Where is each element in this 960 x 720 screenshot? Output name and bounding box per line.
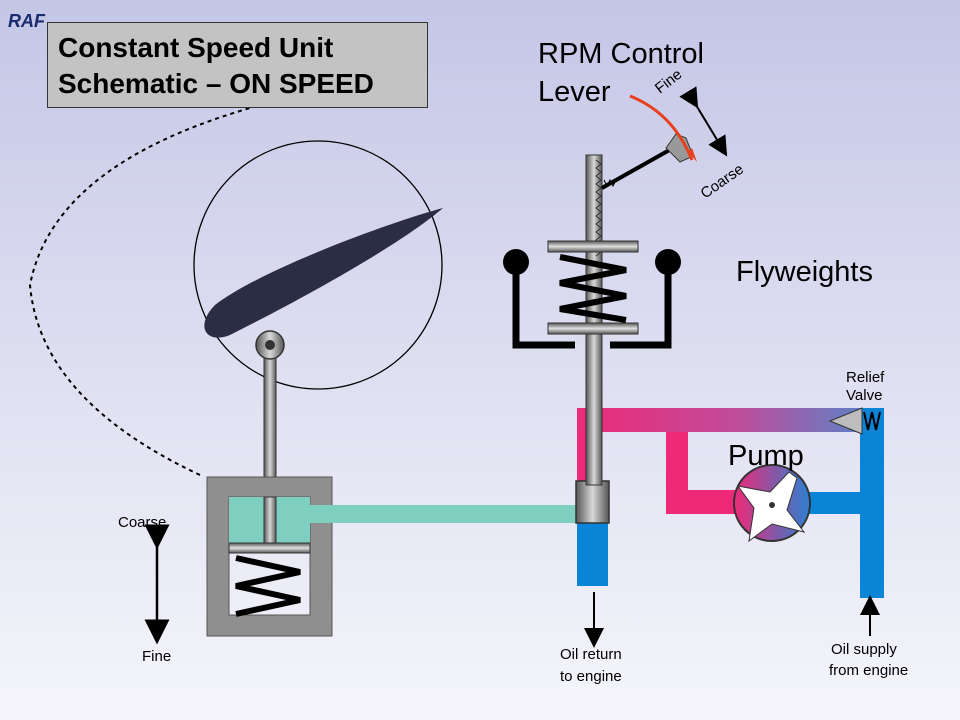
relief-valve-label-2: Valve [846, 387, 883, 404]
speeder-plate-bottom [547, 322, 639, 335]
speeder-spring [559, 254, 627, 323]
speeder-plate-top [547, 240, 639, 253]
title-line-2: Schematic – ON SPEED [58, 68, 374, 99]
pump-outlet-line [666, 432, 740, 514]
pump-inlet-line [805, 492, 863, 514]
title-line-1: Constant Speed Unit [58, 32, 334, 63]
raf-logo: RAF [8, 11, 45, 31]
oil-supply-label-2: from engine [829, 662, 909, 679]
pilot-rod [585, 154, 603, 486]
oil-return-label-1: Oil return [560, 646, 622, 663]
relief-valve [828, 407, 863, 435]
rpm-lever-arm [601, 146, 674, 190]
rpm-lever-label-1: RPM Control [538, 38, 704, 70]
oil-return-line [577, 522, 608, 586]
rpm-lever-label-2: Lever [538, 76, 611, 108]
servo-spring [235, 555, 301, 617]
servo-oil-line [310, 505, 580, 523]
rotation-arc [28, 79, 381, 476]
servo-piston [228, 542, 311, 554]
relief-valve-label-1: Relief [846, 369, 885, 386]
oil-supply-line [860, 408, 884, 598]
flyweights-label: Flyweights [736, 256, 873, 288]
pressure-line-top [577, 408, 867, 432]
flyweight-left [512, 262, 575, 349]
slide-title: Constant Speed Unit Schematic – ON SPEED [47, 22, 428, 108]
fine-left-label: Fine [142, 648, 172, 665]
coarse-left-label: Coarse [118, 514, 167, 531]
propeller-hub-circle [193, 140, 443, 390]
propeller-blade [204, 208, 443, 338]
pump-label: Pump [728, 440, 804, 472]
flyweight-right [610, 262, 672, 349]
relief-valve-spring [863, 411, 881, 431]
oil-supply-label-1: Oil supply [831, 641, 897, 658]
oil-return-label-2: to engine [560, 668, 622, 685]
pilot-valve-spool [575, 480, 610, 524]
